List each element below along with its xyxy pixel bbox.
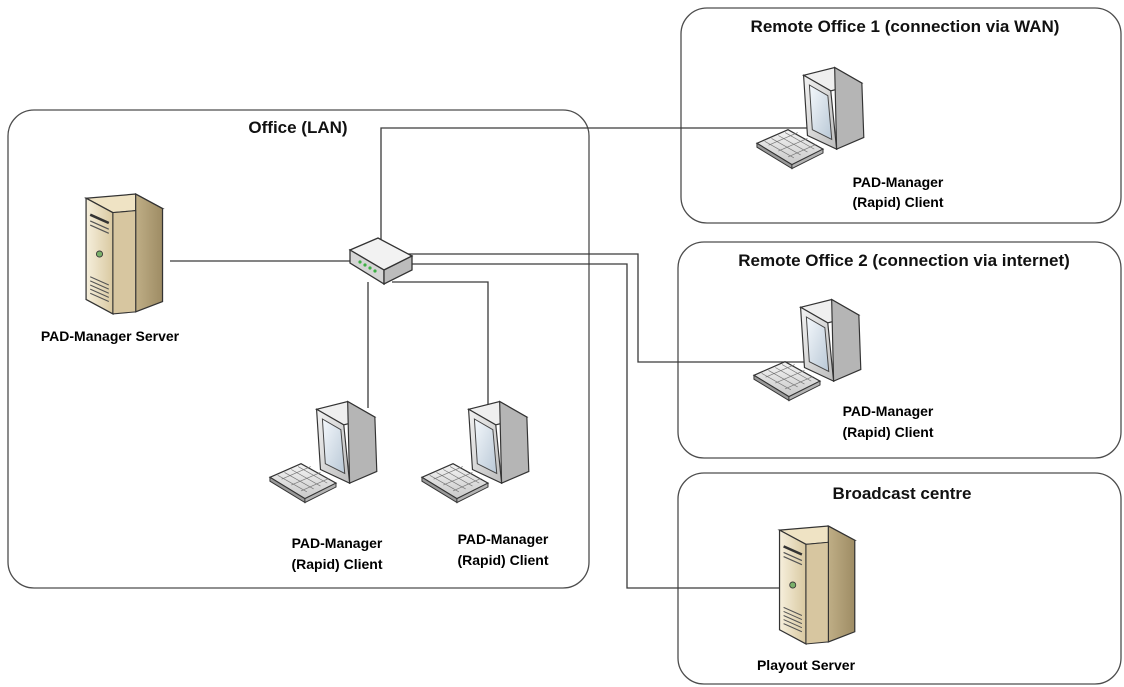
zone-broadcast-centre: Broadcast centre [677, 472, 1122, 685]
remote-office-2-client-label-line2: (Rapid) Client [843, 424, 934, 440]
link-router-remote-office-2 [404, 253, 805, 363]
zone-remote-office-2: Remote Office 2 (connection via internet… [677, 241, 1122, 459]
zone-title-remote-office-2: Remote Office 2 (connection via internet… [738, 251, 1070, 270]
playout-server: Playout Server [757, 524, 857, 673]
link-router-office-client-2 [392, 281, 489, 410]
remote-office-2-client-label-line1: PAD-Manager [843, 403, 934, 419]
network-switch-icon [348, 237, 414, 286]
remote-office-1-client-label-line1: PAD-Manager [853, 174, 944, 190]
server-tower-icon [84, 192, 165, 316]
remote-office-2-client: PAD-Manager (Rapid) Client [753, 298, 934, 440]
desktop-computer-icon [756, 66, 865, 170]
office-client-2-label-line2: (Rapid) Client [458, 552, 549, 568]
office-client-1-label-line1: PAD-Manager [292, 535, 383, 551]
zone-office: Office (LAN) [7, 109, 590, 589]
remote-office-1-client: PAD-Manager (Rapid) Client [756, 66, 944, 210]
remote-office-1-client-label-line2: (Rapid) Client [853, 194, 944, 210]
office-client-1: PAD-Manager (Rapid) Client [269, 400, 383, 572]
server-tower-icon [778, 524, 857, 646]
pad-manager-server-label: PAD-Manager Server [41, 328, 180, 344]
connection-lines [170, 127, 808, 589]
zone-title-broadcast-centre: Broadcast centre [833, 484, 972, 503]
link-router-broadcast-centre [408, 263, 780, 589]
zone-title-office: Office (LAN) [248, 118, 347, 137]
office-client-1-label-line2: (Rapid) Client [292, 556, 383, 572]
desktop-computer-icon [269, 400, 378, 504]
desktop-computer-icon [753, 298, 862, 402]
zone-title-remote-office-1: Remote Office 1 (connection via WAN) [751, 17, 1060, 36]
zone-remote-office-1: Remote Office 1 (connection via WAN) [680, 7, 1122, 224]
playout-server-label: Playout Server [757, 657, 856, 673]
office-client-2: PAD-Manager (Rapid) Client [421, 400, 549, 568]
office-client-2-label-line1: PAD-Manager [458, 531, 549, 547]
link-router-remote-office-1 [380, 127, 808, 243]
desktop-computer-icon [421, 400, 530, 504]
pad-manager-server: PAD-Manager Server [41, 192, 180, 344]
